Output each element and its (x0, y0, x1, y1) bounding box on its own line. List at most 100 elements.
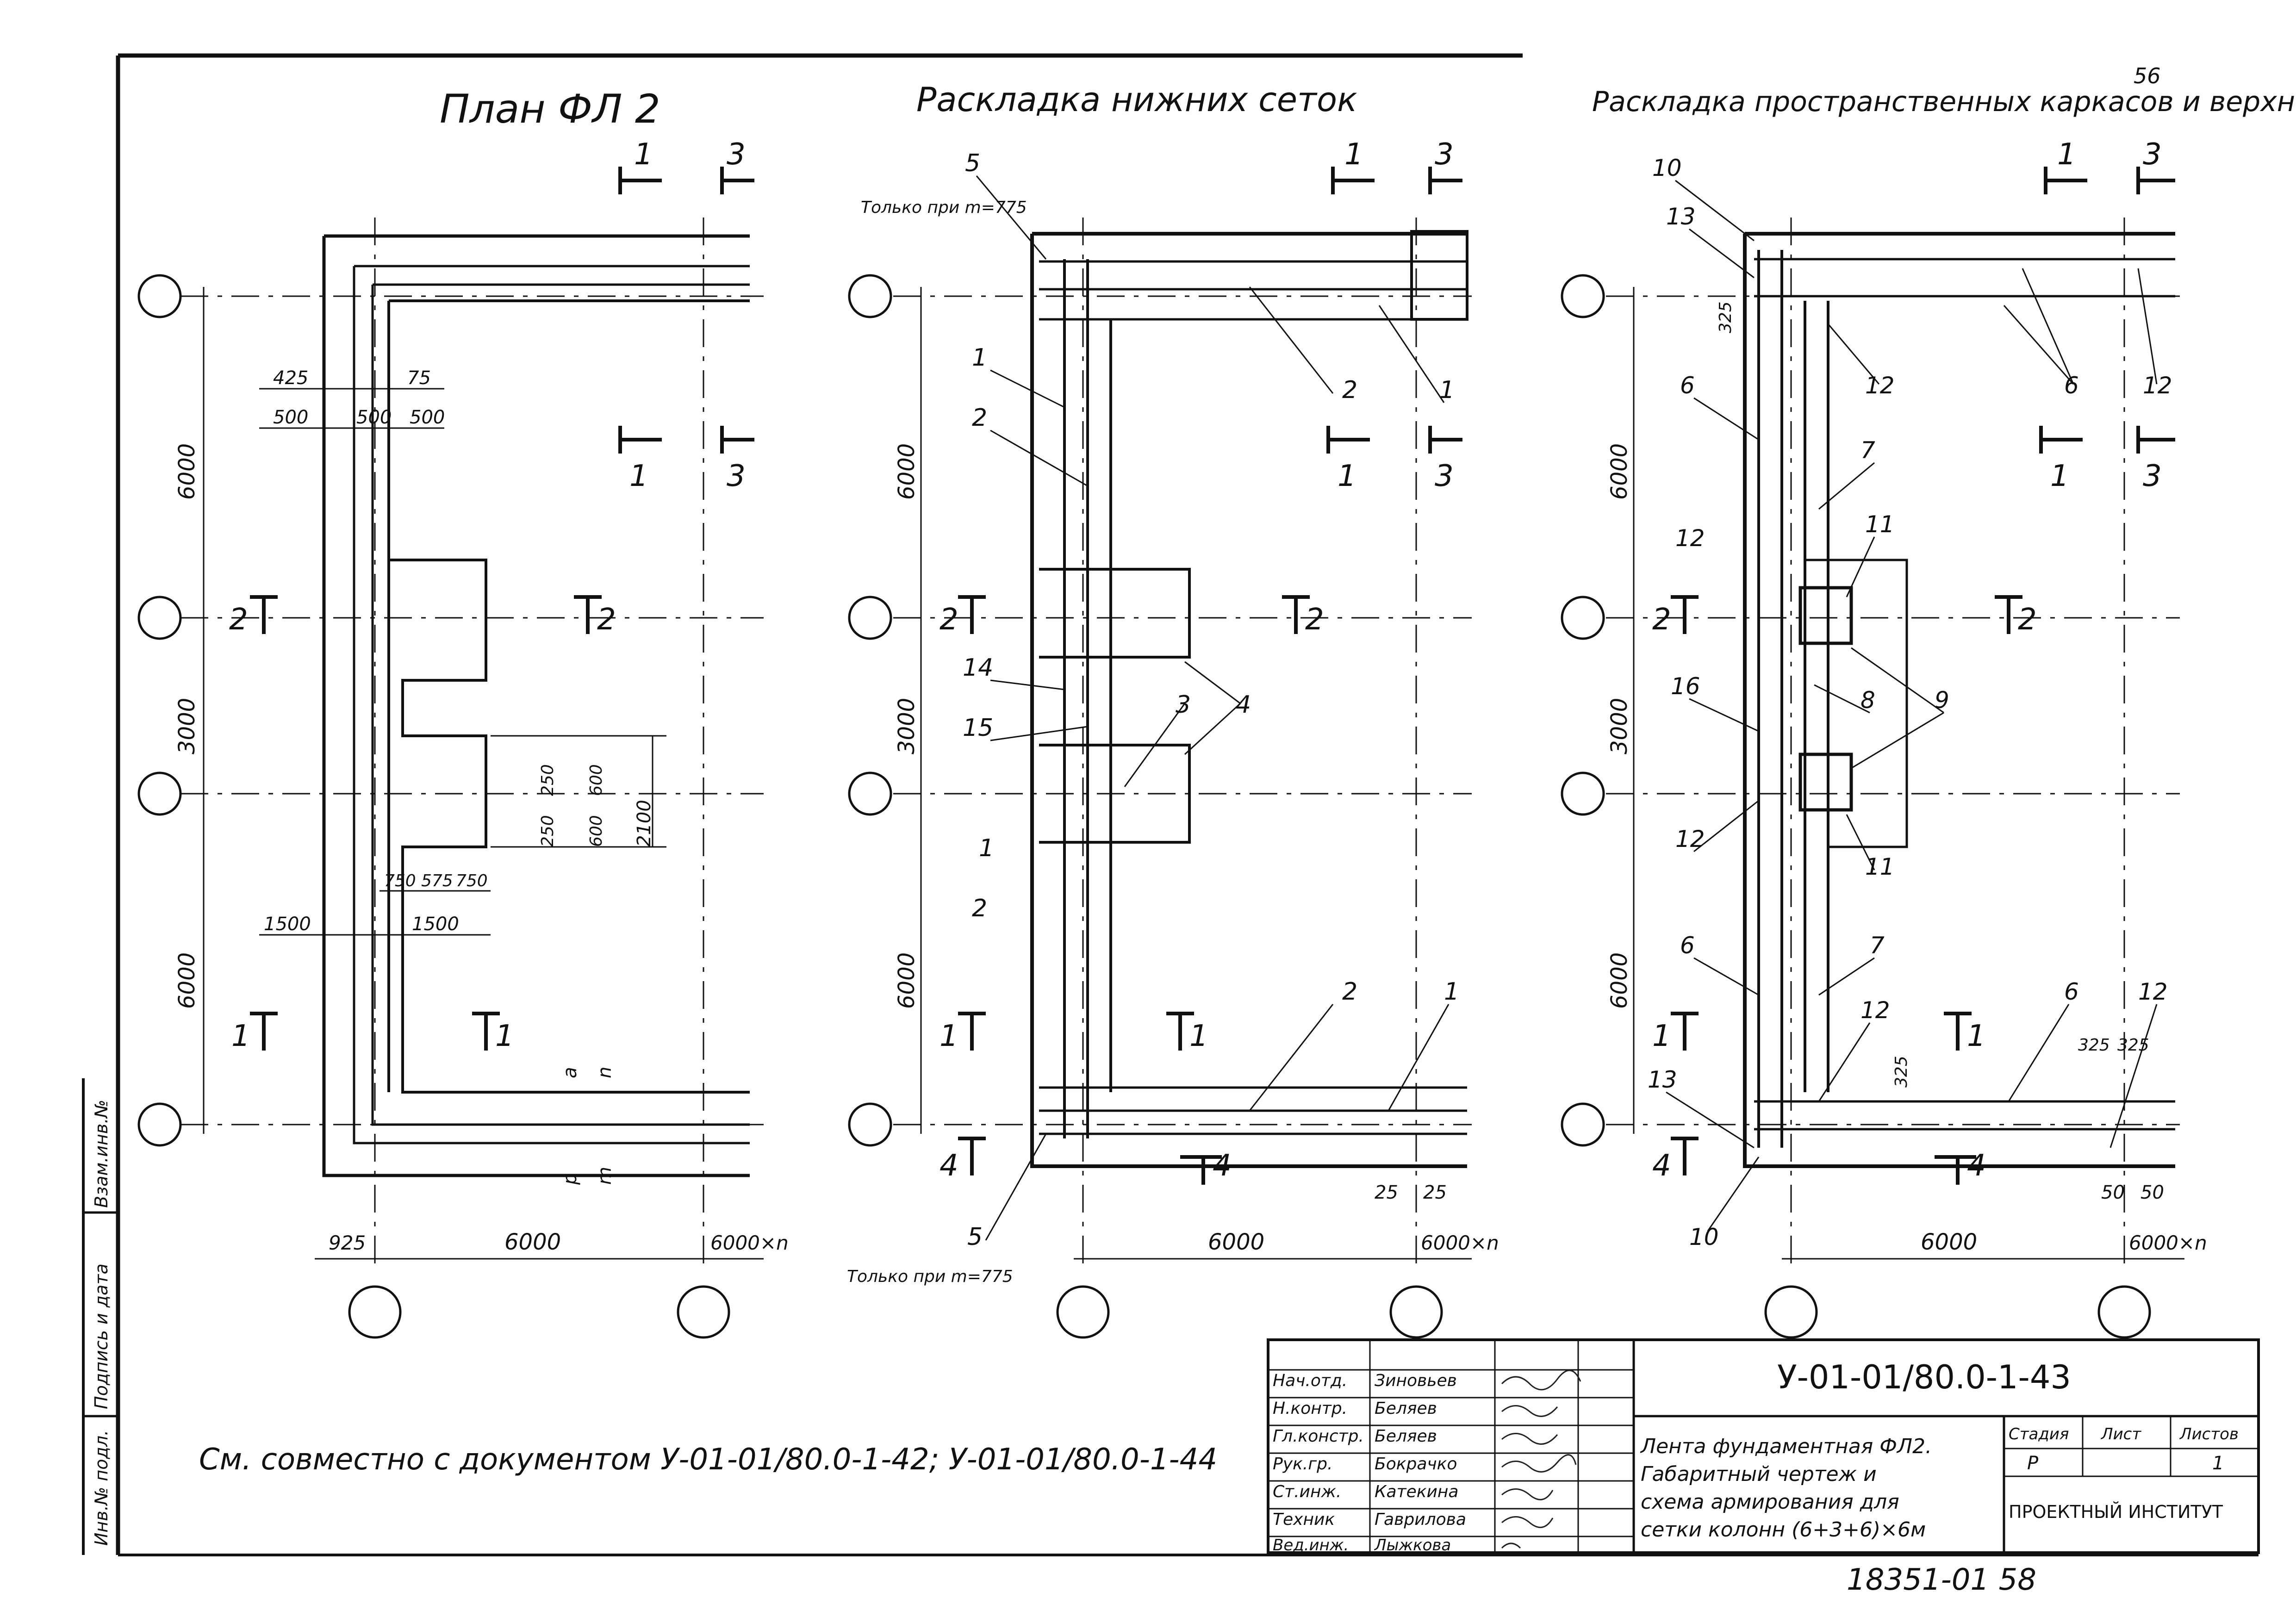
side-label-1: Взам.инв.№ (91, 1100, 112, 1208)
plan-dim-750b: 750 (456, 871, 488, 890)
plan-dim-2100: 2100 (634, 800, 655, 847)
bm-sec-3-top: 3 (1435, 137, 1454, 172)
sp-dim-325b: 325 (1892, 1056, 1911, 1088)
sp-mark-10-bottom: 10 (1689, 1224, 1719, 1250)
title-block (1267, 1338, 2260, 1554)
plan-dim-6000n: 6000×n (710, 1231, 789, 1254)
plan-dim-6000-bottom: 6000 (174, 952, 200, 1009)
tb-sheets-label: Листов (2179, 1425, 2239, 1443)
sp-dim-50b: 50 (2140, 1182, 2164, 1203)
plan-dim-500a: 500 (273, 407, 308, 428)
tb-name-3: Бокрачко (1375, 1455, 1457, 1474)
plan-dim-600b: 600 (587, 815, 606, 847)
plan-dim-500c: 500 (410, 407, 445, 428)
side-label-2: Подпись и дата (91, 1263, 112, 1409)
sp-sec-2-left: 2 (1652, 603, 1671, 637)
plan-dim-a: a (560, 1067, 581, 1078)
plan-sec-2-left: 2 (229, 603, 248, 637)
tb-desc-1: Габаритный чертеж и (1641, 1462, 1877, 1486)
sp-sec-1-right: 1 (1967, 1019, 1986, 1053)
sp-sec-1-mid: 1 (2050, 459, 2069, 493)
sp-mark-12d: 12 (1675, 826, 1705, 852)
bm-dim-3000: 3000 (894, 698, 920, 754)
bm-mark-5-bottom: 5 (967, 1223, 983, 1251)
bm-mark-15: 15 (963, 714, 993, 742)
plan-sec-1-left: 1 (231, 1019, 250, 1053)
plan-sec-1-right: 1 (495, 1019, 514, 1053)
sp-dim-325c: 325 (2078, 1036, 2110, 1055)
plan-dim-75: 75 (407, 367, 431, 389)
tb-name-6: Лыжкова (1374, 1536, 1451, 1555)
plan-dim-m: m (594, 1167, 616, 1185)
bm-sec-2-right: 2 (1305, 603, 1324, 637)
sp-dim-325d: 325 (2117, 1036, 2149, 1055)
sp-mark-6b: 6 (1680, 372, 1695, 399)
sp-dim-6000-top: 6000 (1606, 443, 1632, 500)
plan-sec-1-mid: 1 (629, 459, 648, 493)
tb-stage: Р (2027, 1453, 2039, 1474)
bm-sec-2-left: 2 (940, 603, 958, 637)
tb-role-0: Нач.отд. (1273, 1371, 1347, 1390)
sp-sec-2-right: 2 (2018, 603, 2037, 637)
plan-sec-3-mid: 3 (727, 459, 746, 493)
tb-stage-label: Стадия (2009, 1425, 2069, 1443)
axis-bubbles (137, 274, 730, 1339)
sp-dim-6000n: 6000×n (2129, 1231, 2207, 1254)
sp-mark-7b: 7 (1870, 932, 1885, 959)
plan-sec-3-top: 3 (727, 137, 746, 172)
sp-mark-12e: 12 (1860, 997, 1890, 1024)
sp-sec-4-left: 4 (1652, 1149, 1671, 1183)
bottom-number: 18351-01 58 (1847, 1563, 2036, 1597)
bottom-mesh-note-bot: Только при m=775 (847, 1267, 1013, 1286)
bm-mark-2a: 2 (972, 404, 987, 432)
sp-mark-12c: 12 (1675, 525, 1705, 552)
tb-sheet-label: Лист (2100, 1425, 2141, 1443)
bm-dim-25b: 25 (1423, 1182, 1447, 1203)
tb-role-1: Н.контр. (1273, 1399, 1347, 1418)
plan-title: План ФЛ 2 (440, 86, 660, 132)
tb-role-5: Техник (1273, 1510, 1335, 1529)
tb-desc-2: схема армирования для (1641, 1490, 1899, 1514)
tb-desc-3: сетки колонн (6+3+6)×6м (1641, 1518, 1926, 1542)
plan-dim-500b: 500 (356, 407, 392, 428)
plan-sec-1-top: 1 (634, 137, 653, 172)
tb-role-3: Рук.гр. (1273, 1455, 1332, 1474)
tb-role-4: Ст.инж. (1273, 1482, 1341, 1501)
sp-mark-13-top: 13 (1666, 203, 1696, 230)
sp-mark-9: 9 (1935, 687, 1949, 714)
bm-sec-4-left: 4 (940, 1149, 958, 1183)
spatial-view: Раскладка пространственных каркасов и ве… (1561, 86, 2296, 1339)
tb-name-4: Катекина (1375, 1482, 1458, 1501)
bm-mark-1d: 1 (1444, 978, 1459, 1006)
sp-mark-11b: 11 (1865, 853, 1895, 880)
plan-section-marks (250, 167, 754, 1051)
side-label-3: Инв.№ подл. (91, 1430, 112, 1546)
sheet-frame (82, 53, 2259, 1556)
bottom-mesh-title: Раскладка нижних сеток (916, 80, 1357, 119)
sp-mark-11a: 11 (1865, 511, 1895, 538)
bm-mark-2c: 2 (1342, 376, 1357, 404)
bm-sec-3-mid: 3 (1435, 459, 1454, 493)
sp-mark-13-bottom: 13 (1648, 1066, 1677, 1093)
sp-dim-325a: 325 (1716, 301, 1735, 333)
bm-sec-1-top: 1 (1344, 137, 1363, 172)
sp-dim-50a: 50 (2101, 1182, 2125, 1203)
bm-mark-2b: 2 (972, 895, 987, 922)
plan-dim-925: 925 (329, 1231, 366, 1254)
sp-sec-1-left: 1 (1652, 1019, 1671, 1053)
sp-dim-6000-bottom: 6000 (1606, 952, 1632, 1009)
tb-role-2: Гл.констр. (1273, 1427, 1364, 1446)
bottom-mesh-note-top: Только при m=775 (861, 198, 1027, 217)
tb-role-6: Вед.инж. (1273, 1536, 1349, 1555)
bm-mark-1b: 1 (979, 834, 994, 862)
plan-dim-6000: 6000 (504, 1229, 561, 1255)
bm-sec-1-mid: 1 (1338, 459, 1356, 493)
bm-dim-6000n: 6000×n (1421, 1231, 1499, 1254)
tb-sheets: 1 (2212, 1453, 2224, 1474)
plan-dim-6000-top: 6000 (174, 443, 200, 500)
bm-mark-5-top: 5 (965, 149, 980, 177)
tb-org: ПРОЕКТНЫЙ ИНСТИТУТ (2009, 1502, 2223, 1522)
bm-sec-4-right: 4 (1213, 1149, 1232, 1183)
bm-dim-6000: 6000 (1208, 1229, 1264, 1255)
